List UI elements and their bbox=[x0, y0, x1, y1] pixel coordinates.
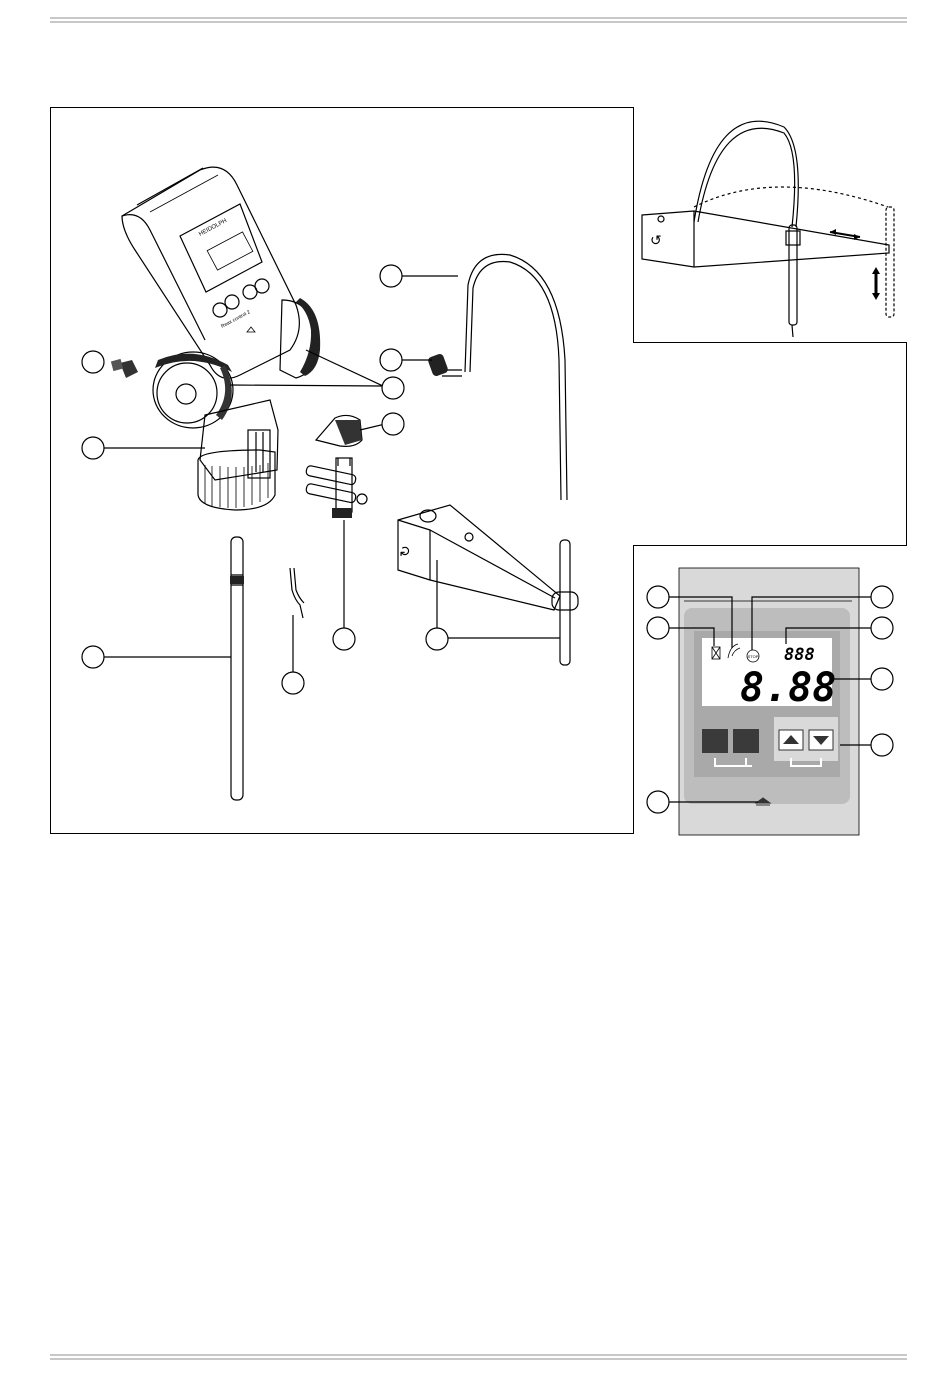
cross-clamp bbox=[305, 458, 367, 518]
bent-key bbox=[290, 568, 304, 618]
key-left-2 bbox=[733, 729, 759, 753]
knurled-wheel-left bbox=[153, 352, 233, 428]
stop-icon-text: STOP bbox=[748, 654, 759, 659]
model-label: Reax control 2 bbox=[220, 309, 251, 330]
brand-label: HEIDOLPH bbox=[198, 218, 228, 238]
lcd-small-display: 888 bbox=[784, 645, 815, 665]
svg-text:↺: ↺ bbox=[650, 232, 662, 248]
flexible-shaft bbox=[427, 254, 567, 500]
svg-text:↻: ↻ bbox=[397, 545, 413, 557]
control-panel-drawing: STOP 888 8.88 bbox=[634, 546, 908, 835]
knurled-wheel-right bbox=[280, 298, 320, 378]
lever-knob bbox=[316, 415, 362, 446]
inset-control-panel: STOP 888 8.88 bbox=[633, 545, 907, 834]
leader-lines bbox=[103, 276, 560, 672]
inset-support-arm: ↺ bbox=[633, 107, 907, 343]
footer-rule bbox=[50, 1354, 907, 1360]
support-arm: ↻ bbox=[397, 505, 578, 665]
stirrer-shaft bbox=[230, 537, 244, 800]
callout-markers bbox=[82, 265, 448, 694]
inset-support-arm-drawing: ↺ bbox=[634, 107, 908, 343]
key-left-1 bbox=[702, 729, 728, 753]
motor-housing: HEIDOLPH Reax control 2 bbox=[122, 167, 299, 378]
clamp-collet bbox=[198, 400, 278, 510]
lcd-large-display: 8.88 bbox=[740, 665, 836, 711]
plug-part bbox=[111, 359, 138, 378]
